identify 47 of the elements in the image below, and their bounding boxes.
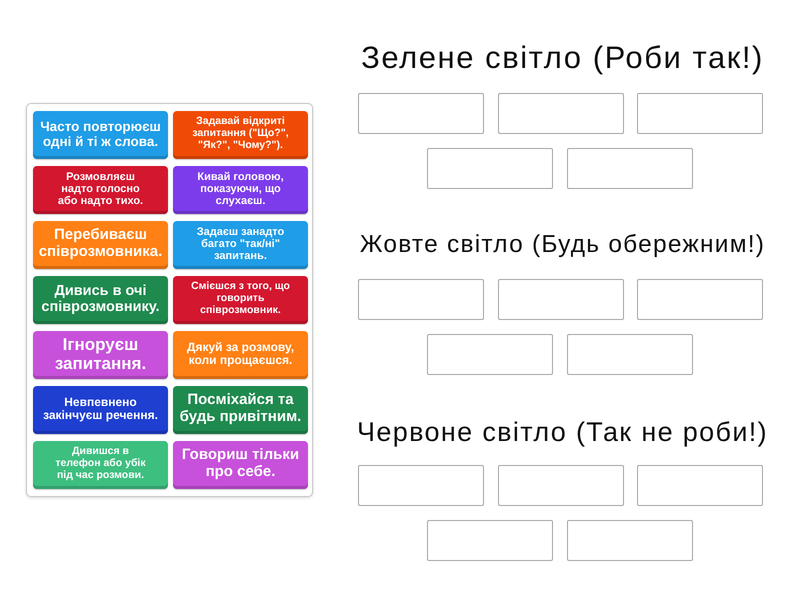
answer-tile	[33, 111, 168, 159]
tile-text: Смієшся з того, що говорить співрозмовник.	[190, 281, 290, 317]
drop-zone	[427, 334, 553, 375]
answer-tile	[173, 111, 308, 159]
drop-zone	[358, 93, 484, 134]
tile-text: Задаєш занадто багато "так/ні" запитань.	[196, 226, 286, 262]
answer-tile	[173, 166, 308, 214]
answer-tile	[173, 221, 308, 269]
answer-tile	[33, 166, 168, 214]
tile-text: Дивись в очі співрозмовнику.	[40, 282, 161, 316]
group-heading: Червоне світло (Так не роби!)	[357, 416, 768, 448]
drop-zone	[637, 279, 763, 320]
drop-zone	[498, 93, 624, 134]
tile-text: Невпевнено закінчуєш речення.	[42, 396, 159, 422]
tile-text: Розмовляєш надто голосно або надто тихо.	[56, 170, 144, 208]
drop-zone	[358, 279, 484, 320]
answer-tile	[33, 221, 168, 269]
answer-tile	[33, 386, 168, 434]
drop-zone	[427, 520, 553, 561]
answer-tile	[173, 331, 308, 379]
answer-tile	[173, 386, 308, 434]
answer-tile	[173, 276, 308, 324]
drop-zone	[567, 520, 693, 561]
answer-tile	[173, 441, 308, 489]
drop-zone	[637, 93, 763, 134]
tile-text: Перебиваєш співрозмовника.	[38, 227, 164, 261]
tile-text: Ігноруєш запитання.	[54, 334, 148, 374]
drop-zone	[567, 148, 693, 189]
answer-tile	[33, 276, 168, 324]
tile-text: Часто повторюєш одні й ті ж слова.	[39, 118, 162, 150]
tile-text: Дякуй за розмову, коли прощаєшся.	[186, 340, 296, 368]
answer-tile	[33, 441, 168, 489]
tile-text: Кивай головою, показуючи, що слухаєш.	[196, 170, 285, 208]
tile-panel	[26, 103, 313, 497]
drop-zone	[498, 279, 624, 320]
group-heading: Жовте світло (Будь обережним!)	[360, 230, 766, 260]
drop-zone	[358, 465, 484, 506]
drop-zone	[427, 148, 553, 189]
tile-text: Посміхайся та будь привітним.	[178, 392, 302, 426]
tile-text: Дивишся в телефон або убік під час розмови.	[54, 446, 147, 482]
answer-tile	[33, 331, 168, 379]
drop-zone	[637, 465, 763, 506]
drop-zone	[498, 465, 624, 506]
tile-text: Говориш тільки про себе.	[180, 447, 300, 481]
tile-text: Задавай відкриті запитання ("Що?", "Як?", "Чому?").	[191, 116, 290, 152]
group-heading: Зелене світло (Роби так!)	[361, 39, 764, 76]
drop-zone	[567, 334, 693, 375]
